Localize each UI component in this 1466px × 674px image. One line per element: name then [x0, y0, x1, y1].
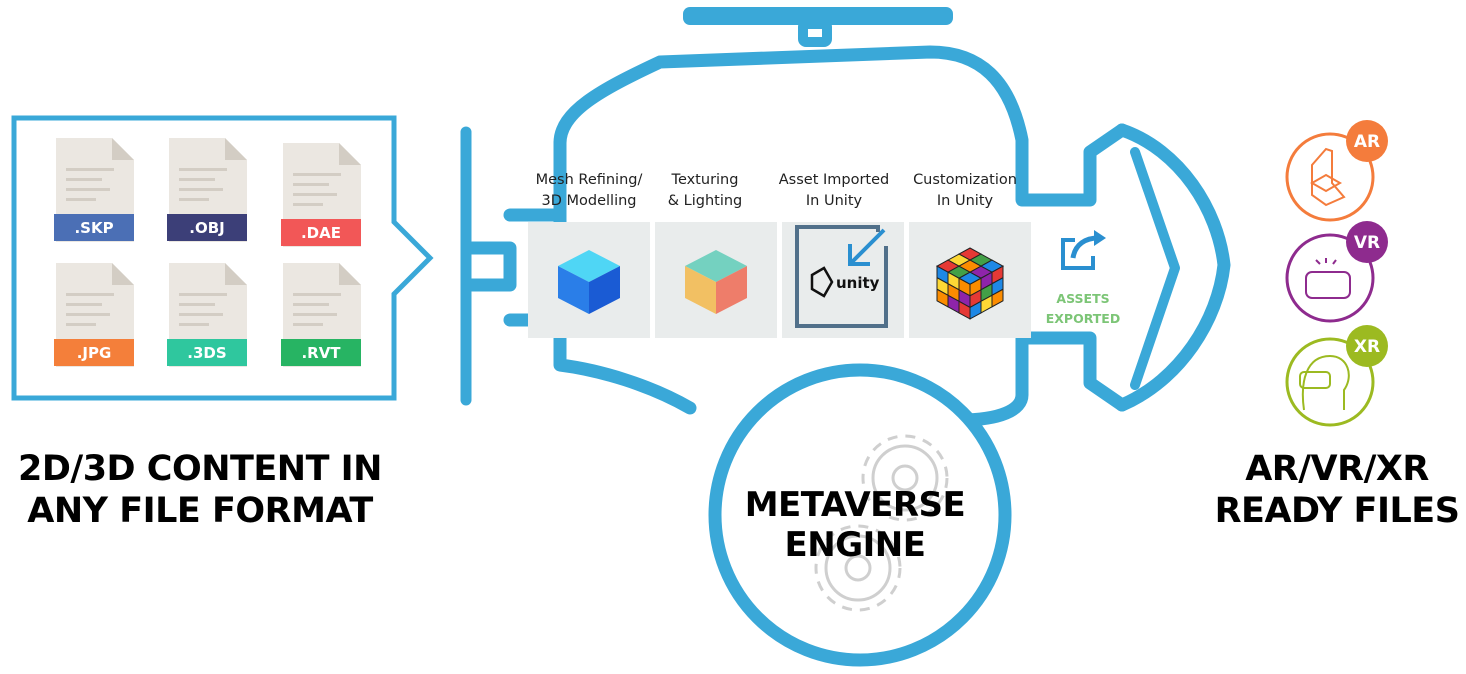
file-icon: .DAE: [281, 143, 361, 247]
file-icon: .3DS: [167, 263, 247, 367]
step-label-line: In Unity: [805, 193, 863, 209]
file-tag-bg: [281, 339, 361, 366]
engine-title: METAVERSE ENGINE: [720, 485, 990, 565]
input-caption: 2D/3D CONTENT IN ANY FILE FORMAT: [0, 448, 400, 532]
input-caption-line1: 2D/3D CONTENT IN: [18, 449, 382, 489]
unity-import-icon: unity: [795, 225, 888, 328]
output-badges: AR VR XR: [1285, 120, 1388, 427]
gears-icon: [814, 434, 949, 612]
xr-head-icon: [1301, 354, 1350, 411]
file-format-label: .RVT: [301, 344, 341, 362]
step-label-line: Texturing: [671, 172, 739, 188]
assets-exported-line2: EXPORTED: [1045, 311, 1121, 326]
vr-headset-icon: [1305, 271, 1351, 299]
file-icon: .JPG: [54, 263, 134, 367]
output-badge-ar: AR: [1285, 120, 1388, 222]
badge-dot: [1346, 325, 1388, 367]
engine-outline: [460, 7, 1231, 427]
file-format-label: .JPG: [77, 344, 112, 362]
output-caption-line1: AR/VR/XR: [1245, 449, 1429, 489]
file-tag-bg: [167, 339, 247, 366]
step-label-texture: Texturing & Lighting: [655, 170, 755, 212]
textured-cube-icon: [685, 250, 747, 314]
step-label-unity-import: Asset Imported In Unity: [772, 170, 896, 212]
export-icon: [1061, 230, 1106, 270]
badge-label: XR: [1354, 337, 1380, 357]
rubik-sticker: [991, 288, 1004, 308]
badge-label: AR: [1354, 132, 1380, 152]
output-badge-xr: XR: [1285, 325, 1388, 427]
step-label-line: In Unity: [936, 193, 994, 209]
engine-ring: [708, 363, 1012, 667]
input-caption-line2: ANY FILE FORMAT: [27, 491, 373, 531]
file-icon: .SKP: [54, 138, 134, 242]
badge-dot: [1346, 120, 1388, 162]
file-tag-bg: [54, 214, 134, 241]
step-label-line: Asset Imported: [778, 172, 890, 188]
step-label-line: & Lighting: [667, 193, 743, 209]
rubik-cube-icon: [935, 247, 1005, 320]
file-format-label: .3DS: [187, 344, 226, 362]
ar-glyph-icon: [1311, 147, 1346, 207]
file-icon: .OBJ: [167, 138, 247, 242]
step-label-line: Customization: [913, 172, 1017, 188]
badge-ring: [1285, 233, 1375, 323]
engine-title-line1: METAVERSE: [744, 485, 966, 525]
output-badge-vr: VR: [1285, 221, 1388, 323]
file-format-label: .DAE: [301, 224, 341, 242]
step-tile-unity-import: [782, 222, 904, 338]
file-tag-bg: [167, 214, 247, 241]
step-label-customize: Customization In Unity: [906, 170, 1024, 212]
output-caption: AR/VR/XR READY FILES: [1206, 448, 1466, 532]
file-format-label: .OBJ: [189, 219, 224, 237]
unity-wordmark: unity: [836, 274, 880, 292]
file-tag-bg: [54, 339, 134, 366]
blue-cube-icon: [558, 250, 620, 314]
output-caption-line2: READY FILES: [1214, 491, 1460, 531]
file-icon: .RVT: [281, 263, 361, 367]
rubik-sticker: [958, 300, 971, 320]
badge-label: VR: [1354, 233, 1380, 253]
step-label-mesh: Mesh Refining/ 3D Modelling: [528, 170, 650, 212]
engine-title-line2: ENGINE: [784, 525, 926, 565]
step-label-line: 3D Modelling: [541, 193, 637, 209]
file-format-label: .SKP: [74, 219, 113, 237]
step-label-line: Mesh Refining/: [535, 172, 643, 188]
assets-exported-label: ASSETS EXPORTED: [1037, 289, 1129, 329]
assets-exported-line1: ASSETS: [1056, 291, 1110, 306]
file-tag-bg: [281, 219, 361, 246]
badge-dot: [1346, 221, 1388, 263]
file-icons: .SKP .OBJ .DAE .JPG .3DS .RVT: [54, 138, 361, 367]
